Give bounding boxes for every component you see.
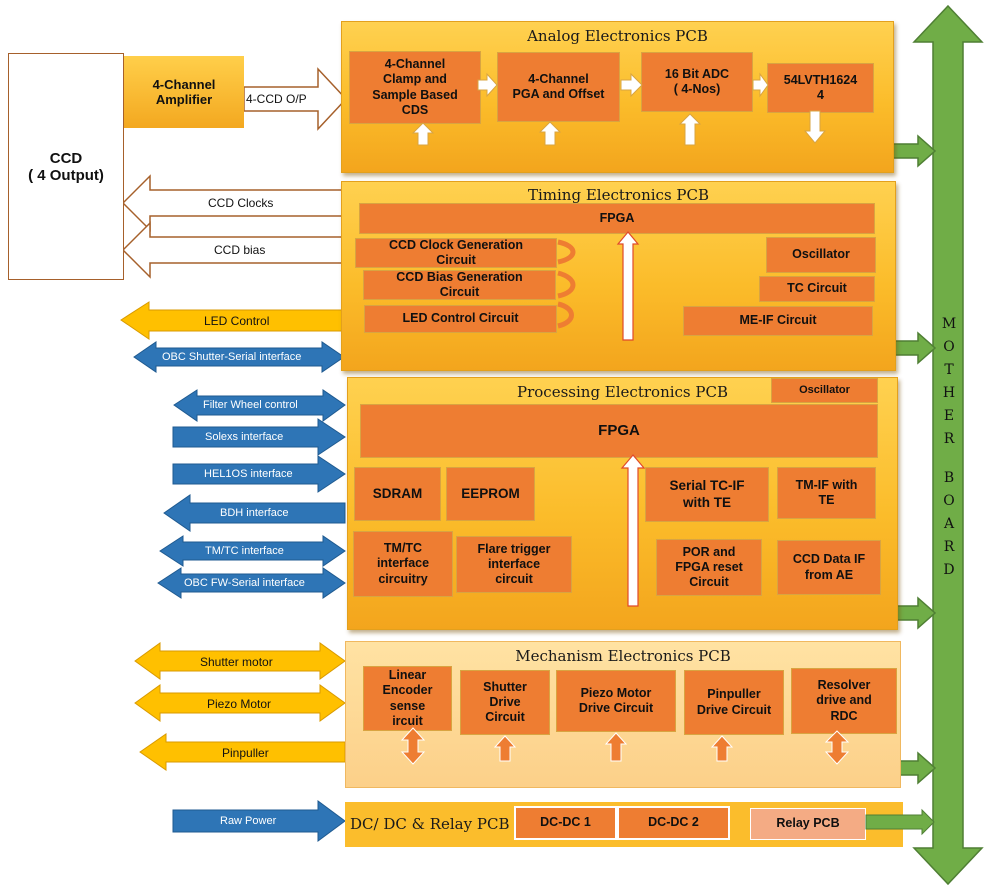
pinpuller-drive-block: Pinpuller Drive Circuit bbox=[684, 670, 784, 735]
timing-pcb-title: Timing Electronics PCB bbox=[527, 186, 710, 204]
ccd-data-if-block: CCD Data IF from AE bbox=[777, 540, 881, 595]
clamp-cds-block: 4-Channel Clamp and Sample Based CDS bbox=[349, 51, 481, 124]
eeprom-block: EEPROM bbox=[446, 467, 535, 521]
filter-wheel-label: Filter Wheel control bbox=[203, 399, 298, 411]
bdh-arrow bbox=[163, 494, 346, 532]
mechanism-pcb-title: Mechanism Electronics PCB bbox=[515, 647, 731, 665]
shutter-motor-label: Shutter motor bbox=[200, 655, 273, 669]
flare-trigger-block: Flare trigger interface circuit bbox=[456, 536, 572, 593]
processing-oscillator-block: Oscillator bbox=[771, 378, 878, 403]
bias-gen-block: CCD Bias Generation Circuit bbox=[363, 270, 556, 300]
tm-if-block: TM-IF with TE bbox=[777, 467, 876, 519]
mother-board-letter: O bbox=[943, 339, 955, 355]
mother-board-letter: R bbox=[943, 431, 955, 447]
tmtc-interface-label: TM/TC interface bbox=[205, 545, 284, 557]
me-if-block: ME-IF Circuit bbox=[683, 306, 873, 336]
mother-board-letter: A bbox=[943, 516, 955, 532]
por-reset-block: POR and FPGA reset Circuit bbox=[656, 539, 762, 596]
piezo-motor-label: Piezo Motor bbox=[207, 697, 272, 711]
analog-pcb-title: Analog Electronics PCB bbox=[527, 27, 708, 45]
tc-circuit-block: TC Circuit bbox=[759, 276, 875, 302]
mother-board-letter: H bbox=[942, 385, 956, 401]
amplifier-block: 4-Channel Amplifier bbox=[124, 56, 244, 128]
tmtc-circuitry-block: TM/TC interface circuitry bbox=[353, 531, 453, 597]
tmtc-interface-arrow bbox=[159, 535, 346, 567]
bdh-label: BDH interface bbox=[220, 507, 289, 519]
raw-power-arrow bbox=[172, 800, 346, 842]
processing-pcb-title: Processing Electronics PCB bbox=[517, 383, 728, 401]
dcdc-1-block: DC-DC 1 bbox=[514, 806, 617, 840]
mother-board-letter: O bbox=[943, 493, 955, 509]
dcdc-2-block: DC-DC 2 bbox=[617, 806, 730, 840]
lvth-block: 54LVTH1624 4 bbox=[767, 63, 874, 113]
hel1os-arrow bbox=[172, 455, 346, 493]
ccd-clocks-label: CCD Clocks bbox=[208, 196, 274, 210]
adc-block: 16 Bit ADC ( 4-Nos) bbox=[641, 52, 753, 112]
hel1os-label: HEL1OS interface bbox=[204, 468, 293, 480]
led-control-label: LED Control bbox=[204, 314, 270, 328]
obc-fw-arrow bbox=[157, 567, 346, 599]
mother-board-letter: M bbox=[941, 316, 957, 332]
mother-board-letter: D bbox=[943, 562, 955, 578]
pga-offset-block: 4-Channel PGA and Offset bbox=[497, 52, 620, 122]
ccd-bias-label: CCD bias bbox=[214, 243, 266, 257]
obc-fw-label: OBC FW-Serial interface bbox=[184, 577, 305, 589]
mother-board-letter: R bbox=[943, 539, 955, 555]
processing-fpga-block: FPGA bbox=[360, 404, 878, 458]
power-label: Power bbox=[893, 816, 925, 828]
mother-board-letter: E bbox=[943, 408, 955, 424]
ccd-output-arrow bbox=[243, 67, 348, 131]
led-control-circuit-block: LED Control Circuit bbox=[364, 305, 557, 333]
ccd-output-label: 4-CCD O/P bbox=[246, 92, 307, 106]
solexs-label: Solexs interface bbox=[205, 431, 284, 443]
ccd-block: CCD ( 4 Output) bbox=[8, 53, 124, 280]
serial-tc-if-block: Serial TC-IF with TE bbox=[645, 467, 769, 522]
solexs-arrow bbox=[172, 418, 346, 456]
raw-power-label: Raw Power bbox=[220, 815, 277, 827]
obc-shutter-label: OBC Shutter-Serial interface bbox=[162, 351, 302, 363]
dcdc-pcb-title: DC/ DC & Relay PCB bbox=[350, 815, 510, 833]
mother-board-letter: T bbox=[944, 362, 954, 378]
timing-oscillator-block: Oscillator bbox=[766, 237, 876, 273]
mother-board-letter: B bbox=[943, 470, 955, 486]
filter-wheel-arrow bbox=[173, 389, 346, 422]
shutter-drive-block: Shutter Drive Circuit bbox=[460, 670, 550, 735]
linear-encoder-block: Linear Encoder sense ircuit bbox=[363, 666, 452, 731]
relay-pcb-block: Relay PCB bbox=[750, 808, 866, 840]
resolver-block: Resolver drive and RDC bbox=[791, 668, 897, 734]
sdram-block: SDRAM bbox=[354, 467, 441, 521]
timing-fpga-block: FPGA bbox=[359, 203, 875, 234]
piezo-drive-block: Piezo Motor Drive Circuit bbox=[556, 670, 676, 732]
pinpuller-label: Pinpuller bbox=[222, 746, 269, 760]
clock-gen-block: CCD Clock Generation Circuit bbox=[355, 238, 557, 268]
mother-board-bus bbox=[912, 4, 984, 886]
